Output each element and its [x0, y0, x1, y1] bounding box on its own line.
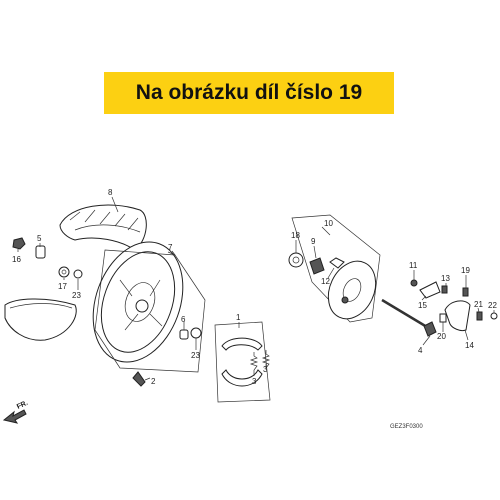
- callout-15: 15: [418, 301, 427, 310]
- wear-indicator-part: [329, 257, 345, 269]
- brake-shoe-part: [221, 337, 263, 387]
- callout-3: 3: [252, 377, 257, 386]
- front-direction-arrow: FR.: [2, 400, 29, 424]
- link-part: [444, 300, 471, 331]
- spacer-part: [179, 329, 189, 340]
- callout-13: 13: [441, 274, 450, 283]
- group-box-10: [291, 214, 381, 323]
- callout-4: 4: [418, 346, 423, 355]
- brake-cam-part: [309, 257, 325, 275]
- washer-part: [410, 279, 418, 287]
- bearing-part: [58, 266, 70, 278]
- callout-16: 16: [12, 255, 21, 264]
- callout-labels: 8 5 16 17 23 7 6 23 2 1 3 3 10 18 9 12 1…: [12, 188, 497, 386]
- axle-part: [381, 298, 433, 332]
- callout-20: 20: [437, 332, 446, 341]
- callout-23b: 23: [191, 351, 200, 360]
- callout-8: 8: [108, 188, 113, 197]
- bolt-part: [441, 285, 448, 294]
- callout-2: 2: [151, 377, 156, 386]
- callout-12: 12: [321, 277, 330, 286]
- wheel-rim-part: [92, 241, 184, 363]
- group-box-1: [214, 321, 271, 403]
- brake-arm-part: [419, 281, 441, 299]
- seal-part: [73, 269, 83, 279]
- pin-part: [462, 287, 469, 297]
- tire-lower-part: [4, 298, 77, 341]
- title-text: Na obrázku díl číslo 19: [135, 81, 363, 104]
- callout-6: 6: [181, 315, 186, 324]
- direction-label: FR.: [16, 400, 29, 411]
- diagram-code: GEZ3F0300: [390, 424, 423, 430]
- nut-part-2: [490, 312, 498, 320]
- spring-part: [249, 352, 259, 371]
- dust-seal-part: [288, 252, 304, 268]
- seal-part-2: [190, 327, 202, 339]
- brake-panel-part: [327, 260, 377, 320]
- title-banner: Na obrázku díl číslo 19: [104, 72, 394, 114]
- valve-part: [132, 371, 146, 387]
- callout-7: 7: [168, 243, 173, 252]
- collar-part-2: [439, 313, 447, 323]
- callout-5: 5: [37, 234, 42, 243]
- callout-9: 9: [311, 237, 316, 246]
- nut-part: [12, 237, 26, 250]
- callout-22: 22: [488, 301, 497, 310]
- callout-14: 14: [465, 341, 474, 350]
- callout-1: 1: [236, 313, 241, 322]
- collar-part: [35, 245, 46, 259]
- tire-part: [59, 204, 147, 251]
- callout-10: 10: [324, 219, 333, 228]
- bolt-part-2: [476, 311, 483, 321]
- callout-21: 21: [474, 300, 483, 309]
- callout-17: 17: [58, 282, 67, 291]
- leader-lines: [17, 196, 495, 381]
- callout-19: 19: [461, 266, 470, 275]
- callout-11: 11: [409, 261, 418, 270]
- callout-3b: 3: [263, 365, 268, 374]
- callout-23: 23: [72, 291, 81, 300]
- callout-18: 18: [291, 231, 300, 240]
- spring-part-2: [261, 350, 271, 369]
